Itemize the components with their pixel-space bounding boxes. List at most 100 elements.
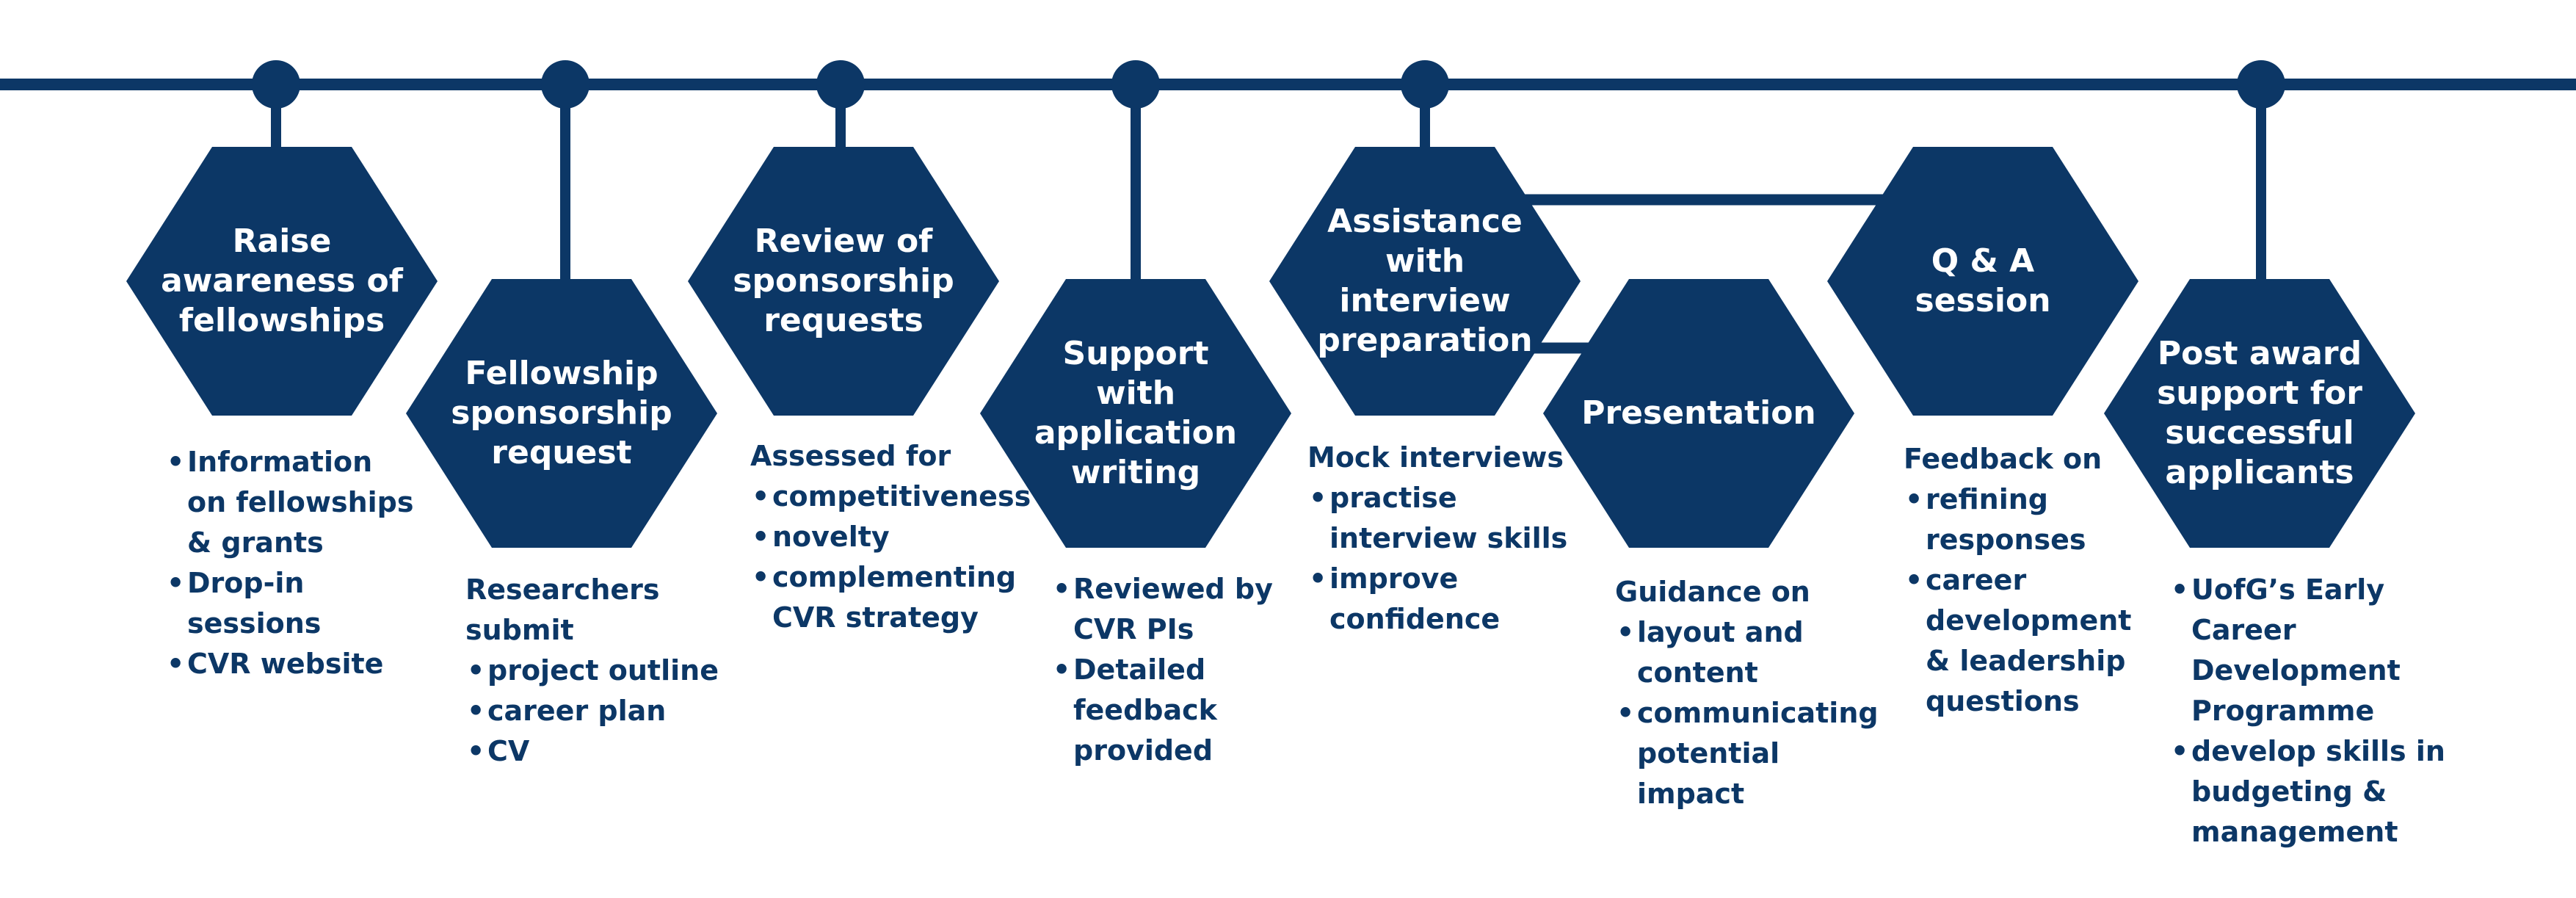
step-title-line: with xyxy=(1095,374,1176,412)
step-title-line: preparation xyxy=(1317,322,1533,359)
step-4-hexagon xyxy=(980,279,1291,548)
step-7-description: Feedback onrefiningresponsescareerdevelo… xyxy=(1904,439,2131,722)
description-intro: Mock interviews xyxy=(1307,441,1564,474)
step-title-line: applicants xyxy=(2165,454,2354,491)
step-3-hexagon xyxy=(688,147,999,416)
bullet-text: questions xyxy=(1926,685,2080,717)
bullet-text: communicating xyxy=(1615,693,1879,734)
description-intro: Guidance on xyxy=(1615,576,1810,608)
step-2-description: Researcherssubmitproject outlinecareer p… xyxy=(465,570,719,772)
bullet-text: on fellowships xyxy=(187,486,414,518)
step-title-line: Fellowship xyxy=(465,355,658,392)
description-intro: submit xyxy=(465,614,574,646)
step-1-node xyxy=(252,60,300,109)
step-title-line: awareness of xyxy=(161,262,403,300)
step-5-node xyxy=(1401,60,1449,109)
step-7-hexagon xyxy=(1827,147,2138,416)
bullet-text: Information xyxy=(165,442,413,482)
step-1-hexagon xyxy=(126,147,438,416)
step-title-line: sponsorship xyxy=(733,262,954,300)
bullet-text: Reviewed by xyxy=(1051,569,1273,609)
step-5-hexagon xyxy=(1269,147,1581,416)
bullet-text: CVR website xyxy=(165,644,413,684)
bullet-text: develop skills in xyxy=(2169,731,2445,772)
bullet-text: improve xyxy=(1307,559,1567,599)
bullet-item: Information on fellowships & grants xyxy=(165,442,413,563)
bullet-text: practise xyxy=(1307,478,1567,518)
step-6-title: Presentation xyxy=(1552,303,1846,524)
bullet-text: sessions xyxy=(187,607,322,640)
step-title-line: session xyxy=(1915,282,2051,319)
bullet-text: UofG’s Early xyxy=(2169,570,2445,610)
bullet-text: CV xyxy=(465,731,719,772)
bullet-text: impact xyxy=(1637,778,1745,810)
step-1-description: Information on fellowships & grantsDrop-in… xyxy=(165,442,413,684)
description-intro: Assessed for xyxy=(750,440,951,472)
bullet-text: content xyxy=(1637,656,1758,689)
bullet-text: project outline xyxy=(465,651,719,691)
bullet-item: Reviewed by CVR PIs xyxy=(1051,569,1273,650)
step-title-line: Review of xyxy=(754,222,933,260)
bullet-text: budgeting & xyxy=(2191,775,2387,808)
bullet-text: development xyxy=(1926,604,2132,637)
bullet-text: Development xyxy=(2191,654,2401,687)
step-2-node xyxy=(541,60,589,109)
bullet-text: Programme xyxy=(2191,695,2375,727)
step-6-description: Guidance onlayout andcontentcommunicatin… xyxy=(1615,572,1879,814)
step-3-node xyxy=(816,60,865,109)
bullet-text: provided xyxy=(1073,734,1213,767)
bullet-text: confidence xyxy=(1329,603,1501,635)
step-6-hexagon xyxy=(1543,279,1854,548)
bullet-text: Detailed xyxy=(1051,650,1273,690)
bullet-text: & grants xyxy=(187,526,324,559)
step-title-line: support for xyxy=(2157,374,2362,412)
bullet-item: competitiveness xyxy=(750,477,1031,517)
step-4-description: Reviewed by CVR PIsDetailed feedback provid… xyxy=(1051,569,1273,771)
bullet-text: competitiveness xyxy=(750,477,1031,517)
step-4-node xyxy=(1111,60,1160,109)
description-intro: Researchers xyxy=(465,573,660,606)
step-title-line: sponsorship xyxy=(451,394,672,432)
bullet-text: layout and xyxy=(1615,612,1879,653)
step-title-line: application xyxy=(1034,414,1238,452)
bullet-text: refining xyxy=(1904,479,2131,520)
step-3-description: Assessed forcompetitivenessnoveltycomple… xyxy=(750,436,1031,638)
bullet-text: Drop-in xyxy=(165,563,413,604)
step-title-line: Support xyxy=(1062,335,1209,372)
bullet-item: Detailed feedback provided xyxy=(1051,650,1273,771)
step-title-line: with xyxy=(1385,242,1465,280)
step-title-line: Presentation xyxy=(1581,394,1816,432)
step-title-line: Q & A xyxy=(1931,242,2035,280)
bullet-item: project outline xyxy=(465,651,719,691)
step-title-line: Raise xyxy=(232,222,332,260)
bullet-item: CVR website xyxy=(165,644,413,684)
bullet-item: improve confidence xyxy=(1307,559,1567,640)
step-title-line: interview xyxy=(1339,282,1511,319)
bullet-text: feedback xyxy=(1073,694,1217,726)
step-title-line: request xyxy=(491,434,632,471)
bullet-item: refining responses xyxy=(1904,479,2131,560)
step-title-line: requests xyxy=(763,302,924,339)
bullet-text: responses xyxy=(1926,524,2086,556)
bullet-text: & leadership xyxy=(1926,645,2126,677)
bullet-text: management xyxy=(2191,816,2398,848)
bullet-text: potential xyxy=(1637,737,1780,770)
step-title-line: Post award xyxy=(2157,335,2362,372)
step-8-node xyxy=(2237,60,2285,109)
bullet-text: CVR PIs xyxy=(1073,613,1194,645)
bullet-text: Career xyxy=(2191,614,2296,646)
step-title-line: successful xyxy=(2165,414,2354,452)
bullet-item: CV xyxy=(465,731,719,772)
